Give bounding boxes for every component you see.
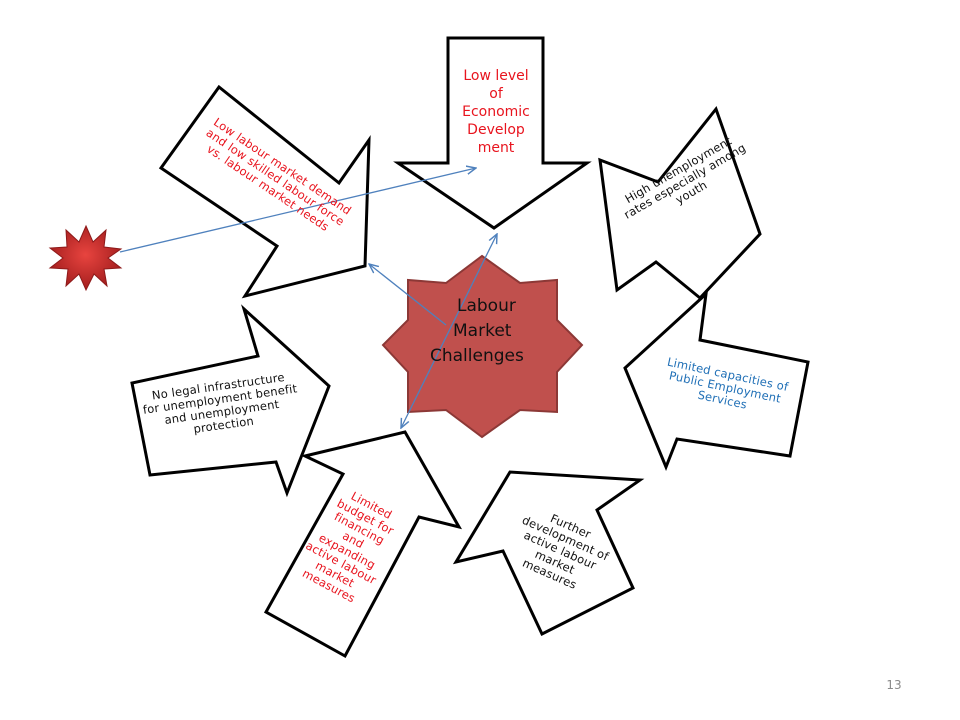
arrow-almm (452, 470, 645, 637)
label-economic-line: Low level (463, 68, 529, 84)
page-number: 13 (886, 678, 902, 692)
center-label: Labour Market Challenges (400, 294, 570, 369)
label-economic-line: ment (477, 140, 515, 156)
center-label-line-3: Challenges (430, 346, 524, 366)
label-economic-line: Develop (467, 122, 525, 138)
red-burst (48, 224, 123, 292)
arrow-budget (263, 430, 463, 659)
connector-star-diagonal (401, 234, 497, 428)
label-economic: Low level of Economic Develop ment (444, 67, 548, 157)
label-economic-line: Economic (462, 104, 530, 120)
arrow-economic (393, 36, 592, 230)
center-label-line-1: Labour (457, 296, 516, 316)
connector-burst-to-economic (119, 168, 476, 253)
center-label-line-2: Market (453, 321, 512, 341)
connector-to-demand (369, 264, 447, 326)
arrow-unemployment (598, 105, 762, 301)
label-economic-line: of (489, 86, 503, 102)
arrow-legal (130, 304, 331, 498)
arrow-demand (158, 84, 371, 299)
arrow-pes (623, 290, 810, 472)
